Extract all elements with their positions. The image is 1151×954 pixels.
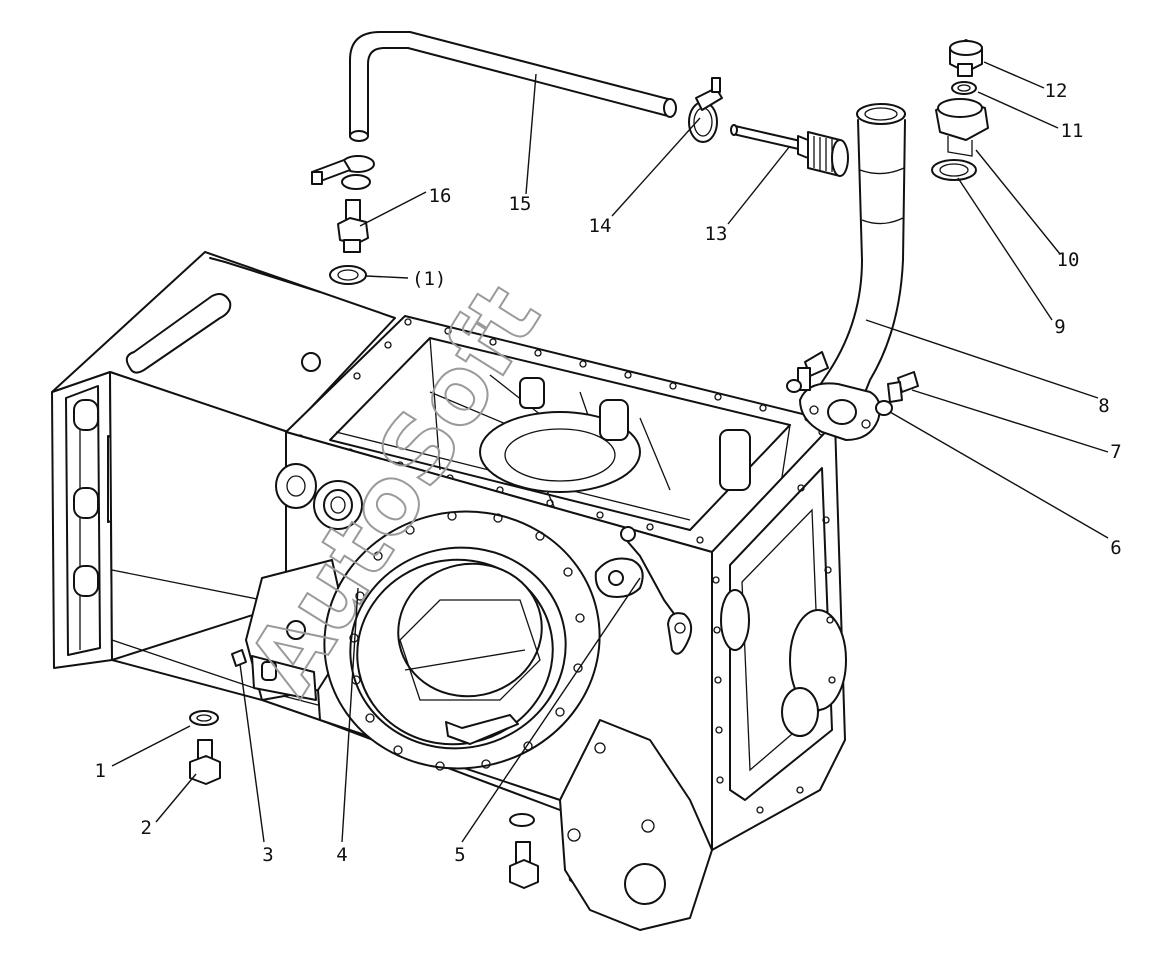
- part-1-2-drain-plug: [189, 710, 539, 889]
- transmission-housing: [51, 251, 847, 931]
- callout-3: 3: [262, 844, 273, 866]
- callout-5: 5: [454, 844, 465, 866]
- callout-16: 16: [429, 185, 452, 207]
- callout-7: 7: [1110, 441, 1121, 463]
- callout-8: 8: [1098, 395, 1109, 417]
- part-13-breather: [730, 124, 849, 177]
- part-6-7-bolts: [786, 351, 919, 416]
- callout-12: 12: [1045, 80, 1068, 102]
- part-11-washer: [951, 81, 977, 95]
- part-8-filler-pipe: [799, 103, 906, 441]
- flange-ring: [323, 510, 601, 771]
- callout-6: 6: [1110, 537, 1121, 559]
- part-12-bolt: [949, 39, 983, 77]
- callout-10: 10: [1057, 249, 1080, 271]
- callout-11: 11: [1061, 120, 1084, 142]
- side-frame-holes: [712, 484, 836, 814]
- part-14-hose-clamp: [688, 77, 723, 143]
- callout-1-paren: (1): [412, 268, 446, 290]
- callout-labels: 1 2 3 4 5 6 7 8 9 10 11 12 13 14 15 16 (…: [95, 80, 1122, 866]
- part-15-tube: [349, 31, 677, 142]
- callout-9: 9: [1054, 316, 1065, 338]
- callout-14: 14: [589, 215, 612, 237]
- callout-15: 15: [509, 193, 532, 215]
- callout-13: 13: [705, 223, 728, 245]
- part-9-washer: [931, 159, 977, 181]
- part-10-nut: [935, 98, 989, 157]
- leader-lines: [111, 61, 1109, 843]
- callout-1: 1: [95, 760, 106, 782]
- callout-2: 2: [141, 817, 152, 839]
- part-16-fitting: [311, 155, 375, 285]
- callout-4: 4: [336, 844, 347, 866]
